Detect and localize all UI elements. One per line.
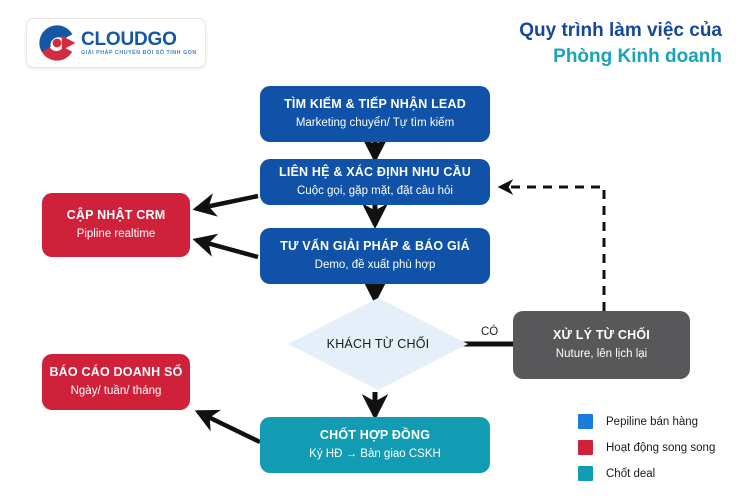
logo-wordmark: CLOUDGO (81, 28, 177, 50)
node-subtitle: Ngày/ tuần/ tháng (70, 384, 162, 397)
legend-label: Pepiline bán hàng (606, 415, 699, 428)
connector-close-to-report (194, 409, 261, 445)
node-tim-kiem-tiep-nhan-lead[interactable]: TÌM KIẾM & TIẾP NHẬN LEAD Marketing chuy… (260, 86, 490, 142)
node-title: LIÊN HỆ & XÁC ĐỊNH NHU CẦU (278, 165, 471, 180)
node-tu-van-giai-phap-bao-gia[interactable]: TƯ VẤN GIẢI PHÁP & BÁO GIÁ Demo, đề xuất… (260, 228, 490, 284)
cloudgo-c-mark-icon (39, 25, 76, 61)
connector-contact-to-crm (192, 193, 259, 217)
node-subtitle: Demo, đề xuất phù hợp (314, 258, 436, 271)
node-subtitle: Cuộc gọi, gặp mặt, đặt câu hỏi (297, 184, 453, 197)
legend-swatch-red-icon (578, 440, 593, 455)
legend: Pepiline bán hàng Hoạt động song song Ch… (578, 414, 715, 481)
node-khach-tu-choi-decision[interactable]: KHÁCH TỪ CHỐI (288, 298, 468, 390)
legend-item-pipeline: Pepiline bán hàng (578, 414, 715, 429)
node-title: CHỐT HỢP ĐỒNG (319, 428, 431, 443)
node-title: XỬ LÝ TỪ CHỐI (553, 328, 650, 343)
node-lien-he-xac-dinh-nhu-cau[interactable]: LIÊN HỆ & XÁC ĐỊNH NHU CẦU Cuộc gọi, gặp… (260, 159, 490, 205)
node-title: TÌM KIẾM & TIẾP NHẬN LEAD (284, 97, 466, 112)
legend-swatch-blue-icon (578, 414, 593, 429)
node-xu-ly-tu-choi[interactable]: XỬ LÝ TỪ CHỐI Nuture, lên lịch lại (513, 311, 690, 379)
node-subtitle: Marketing chuyển/ Tự tìm kiếm (295, 116, 455, 129)
legend-item-parallel: Hoạt động song song (578, 440, 715, 455)
logo-tagline: GIẢI PHÁP CHUYỂN ĐỔI SỐ TINH GỌN (81, 49, 197, 56)
legend-item-close-deal: Chốt deal (578, 466, 715, 481)
node-title: TƯ VẤN GIẢI PHÁP & BÁO GIÁ (280, 239, 470, 254)
connector-reject-feedback-dashed (497, 179, 606, 311)
legend-label: Chốt deal (606, 467, 656, 480)
legend-label: Hoạt động song song (606, 441, 716, 454)
page-title-line-2: Phòng Kinh doanh (553, 45, 722, 67)
node-title: KHÁCH TỪ CHỐI (326, 337, 430, 351)
connector-consult-to-crm (192, 233, 259, 260)
node-subtitle: Nuture, lên lịch lại (555, 347, 648, 360)
page-title-line-1: Quy trình làm việc của (519, 20, 722, 41)
node-chot-hop-dong[interactable]: CHỐT HỢP ĐỒNG Ký HĐ → Bàn giao CSKH (260, 417, 490, 473)
node-title: BÁO CÁO DOANH SỐ (49, 365, 183, 380)
node-subtitle: Pipline realtime (76, 227, 156, 240)
connector-label-co: CÓ (481, 326, 499, 338)
node-cap-nhat-crm[interactable]: CẬP NHẬT CRM Pipline realtime (42, 193, 190, 257)
node-subtitle: Ký HĐ → Bàn giao CSKH (309, 447, 441, 460)
node-bao-cao-doanh-so[interactable]: BÁO CÁO DOANH SỐ Ngày/ tuần/ tháng (42, 354, 190, 410)
cloudgo-logo: CLOUDGO GIẢI PHÁP CHUYỂN ĐỔI SỐ TINH GỌN (26, 18, 206, 68)
page-title: Quy trình làm việc của Phòng Kinh doanh (519, 18, 722, 69)
legend-swatch-teal-icon (578, 466, 593, 481)
node-title: CẬP NHẬT CRM (66, 208, 166, 223)
